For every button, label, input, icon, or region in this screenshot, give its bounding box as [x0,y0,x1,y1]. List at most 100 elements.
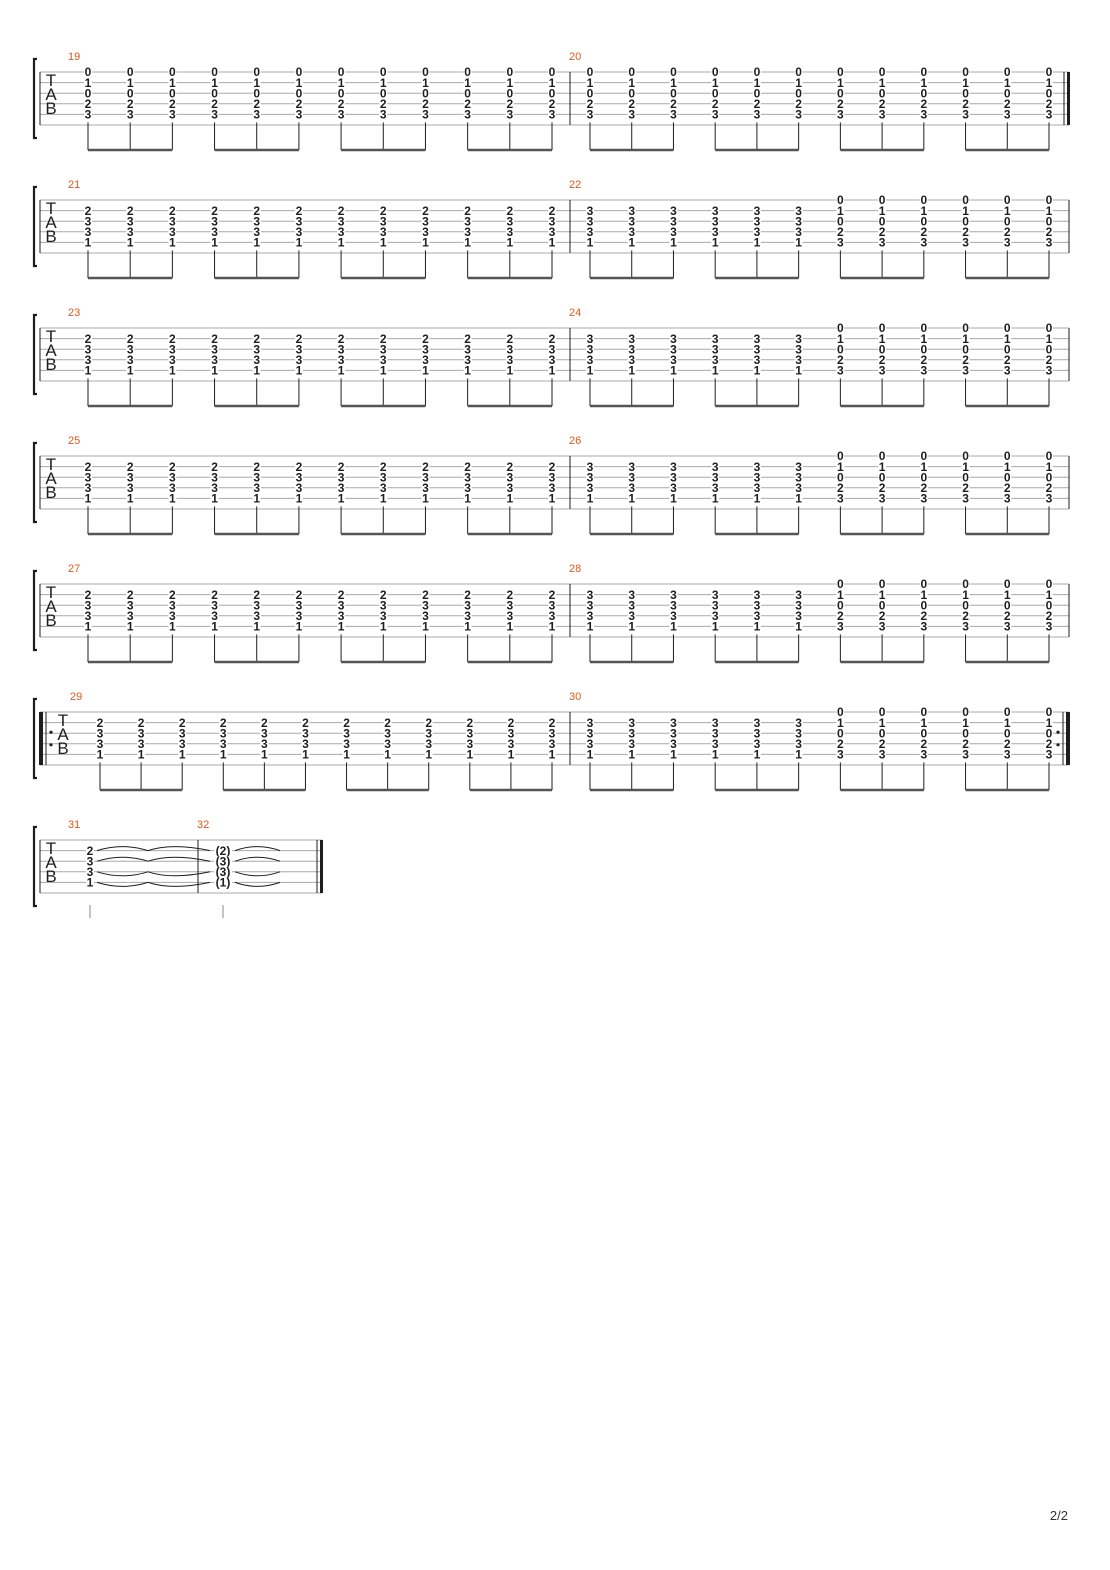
fret-number: 0 [1046,449,1053,463]
fret-number: 1 [920,716,927,730]
fret-number: 2 [506,588,513,602]
fret-number: 3 [464,108,471,122]
tie-arc [147,881,211,887]
fret-number: 3 [670,588,677,602]
fret-number: 1 [211,76,218,90]
fret-number: 3 [211,470,218,484]
measure-number: 30 [569,691,581,703]
fret-number: 3 [879,236,886,250]
fret-number: 3 [211,225,218,239]
fret-number: 1 [296,492,303,506]
fret-number: 3 [549,342,556,356]
fret-number: 3 [587,225,594,239]
fret-number: 0 [879,193,886,207]
fret-number: 1 [169,364,176,378]
fret-number: 1 [587,76,594,90]
fret-number: 1 [712,748,719,762]
fret-number: 0 [920,214,927,228]
fret-number: 1 [169,492,176,506]
fret-number: 0 [464,86,471,100]
fret-number: 3 [962,236,969,250]
fret-number: 2 [1004,353,1011,367]
tab-clef-letter: B [45,611,56,630]
fret-number: 3 [712,332,719,346]
fret-number: 1 [920,332,927,346]
tab-clef-letter: A [45,469,57,488]
fret-number: 3 [879,364,886,378]
fret-number: 3 [380,598,387,612]
measure-number: 32 [197,819,209,831]
fret-number: 0 [879,449,886,463]
fret-number: 1 [296,364,303,378]
fret-number: 1 [422,620,429,634]
fret-number: 1 [506,236,513,250]
fret-number: 2 [837,737,844,751]
fret-number: 3 [962,748,969,762]
fret-number: 1 [506,76,513,90]
fret-number: 0 [549,86,556,100]
fret-number: 3 [380,470,387,484]
repeat-dot [1056,743,1060,747]
fret-number: 3 [296,598,303,612]
fret-number: 0 [879,65,886,79]
fret-number: 0 [1004,705,1011,719]
fret-number: 1 [587,364,594,378]
fret-number: 3 [837,492,844,506]
fret-number: 3 [253,342,260,356]
fret-number: 3 [549,737,556,751]
fret-number: 0 [837,705,844,719]
measure-number: 22 [569,179,581,191]
fret-number: 2 [837,97,844,111]
fret-number: 3 [169,108,176,122]
tab-clef-letter: B [45,355,56,374]
fret-number: 2 [220,716,227,730]
fret-number: 3 [343,726,350,740]
fret-number: 0 [962,86,969,100]
fret-number: 3 [712,588,719,602]
fret-number: 2 [169,204,176,218]
fret-number: (1) [216,876,231,890]
fret-number: 2 [1004,225,1011,239]
fret-number: 3 [422,214,429,228]
fret-number: 3 [712,598,719,612]
tab-clef-letter: T [46,455,56,474]
fret-number: 3 [795,481,802,495]
fret-number: 0 [879,214,886,228]
fret-number: 3 [253,481,260,495]
fret-number: 0 [1004,577,1011,591]
fret-number: 0 [85,86,92,100]
fret-number: 3 [670,460,677,474]
fret-number: 2 [464,204,471,218]
fret-number: 3 [670,204,677,218]
fret-number: 2 [253,588,260,602]
fret-number: 2 [506,460,513,474]
fret-number: 2 [338,97,345,111]
fret-number: 2 [253,204,260,218]
fret-number: 3 [712,342,719,356]
fret-number: 1 [422,492,429,506]
fret-number: 0 [920,321,927,335]
fret-number: 3 [338,481,345,495]
fret-number: 3 [464,342,471,356]
fret-number: 3 [179,737,186,751]
fret-number: 3 [296,214,303,228]
fret-number: 1 [712,364,719,378]
tie-arc [96,881,149,887]
measure-number: 31 [68,819,80,831]
